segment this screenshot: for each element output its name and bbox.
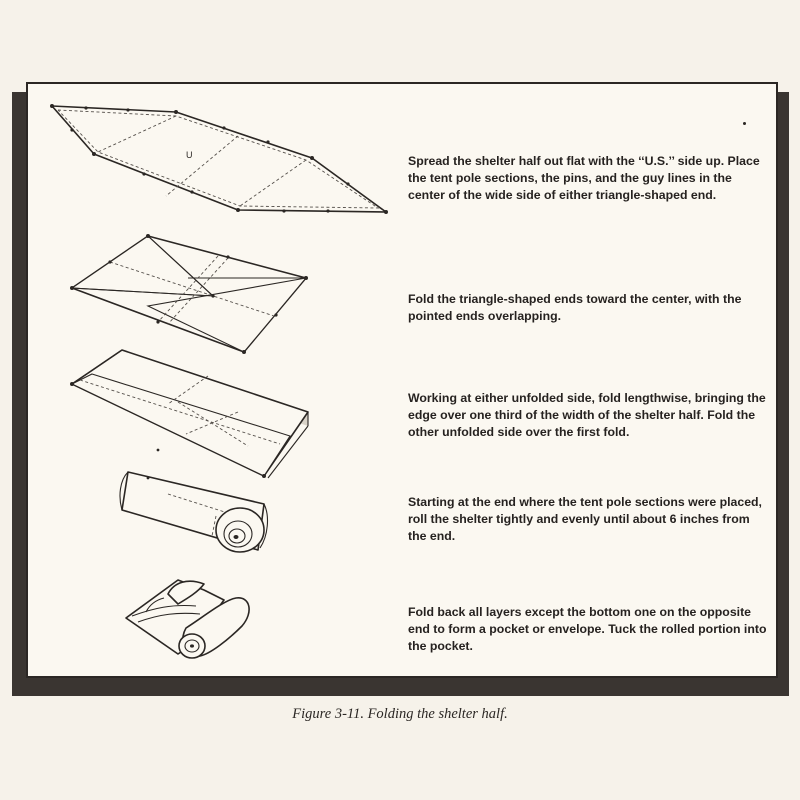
- illustration-flat-shelter-half: U: [50, 104, 388, 214]
- svg-text:U: U: [186, 150, 193, 160]
- illustration-ends-folded: [70, 234, 308, 354]
- illustration-rolled-shelter: [119, 471, 269, 553]
- figure-panel: U Spread the shelter half out flat with …: [26, 82, 778, 678]
- step-4: Starting at the end where the tent pole …: [28, 464, 776, 564]
- step-1-instruction: Spread the shelter half out flat with th…: [408, 154, 760, 202]
- figure-caption: Figure 3-11. Folding the shelter half.: [292, 706, 508, 722]
- speck-mark: [743, 122, 746, 125]
- step-5-instruction: Fold back all layers except the bottom o…: [408, 605, 767, 653]
- illustration-pocket-envelope: [125, 579, 250, 659]
- illustration-lengthwise-fold: [70, 349, 309, 479]
- step-5: Fold back all layers except the bottom o…: [28, 564, 776, 674]
- step-1: U Spread the shelter half out flat with …: [28, 96, 776, 226]
- step-2-instruction: Fold the triangle-shaped ends toward the…: [408, 292, 742, 323]
- step-4-instruction: Starting at the end where the tent pole …: [408, 495, 762, 543]
- step-2: Fold the triangle-shaped ends toward the…: [28, 226, 776, 356]
- step-3: Working at either unfolded side, fold le…: [28, 346, 776, 479]
- step-3-instruction: Working at either unfolded side, fold le…: [408, 391, 766, 439]
